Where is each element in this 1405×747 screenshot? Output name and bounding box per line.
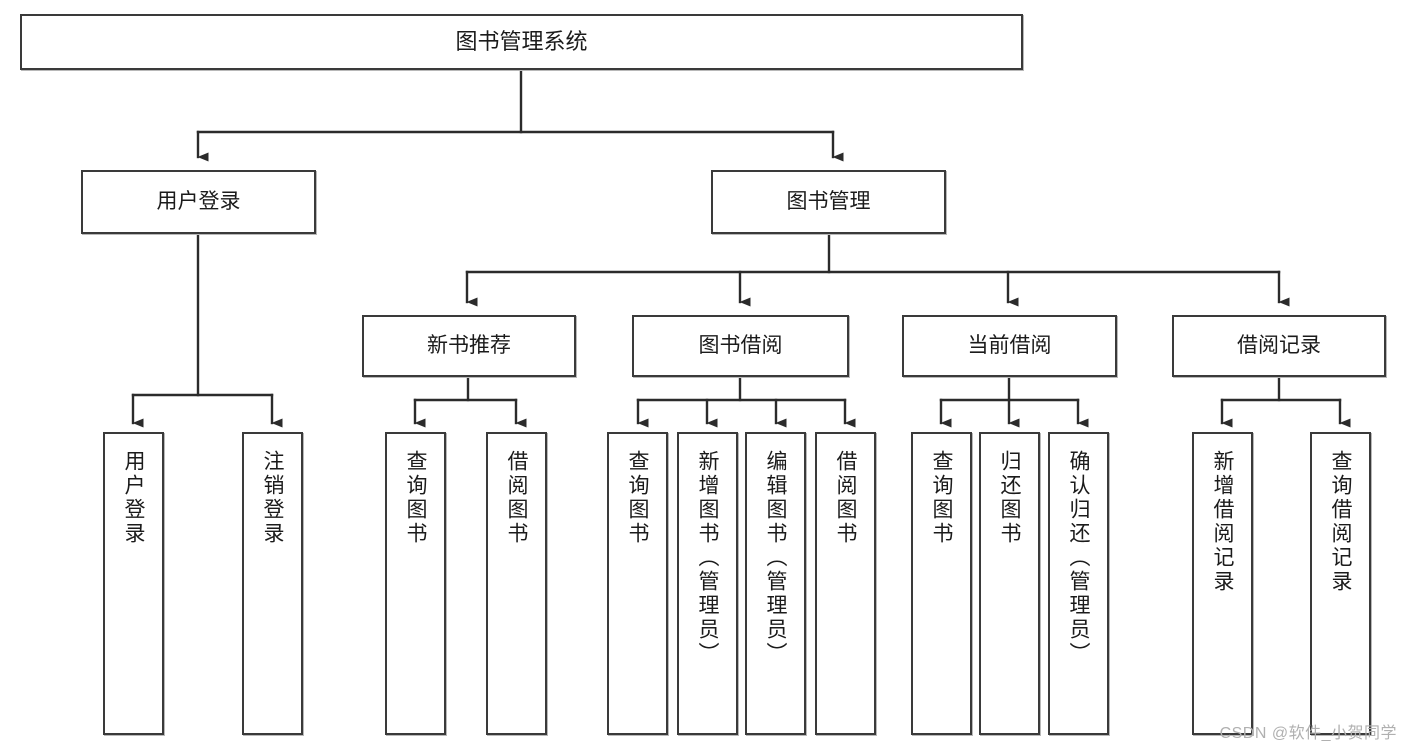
node-book-management-label: 图书管理 — [786, 189, 871, 213]
leaf-logout-login[interactable]: 注销登录 — [242, 432, 303, 735]
leaf-user-login[interactable]: 用户登录 — [103, 432, 164, 735]
leaf-add-book-label: 新增图书（管理员） — [696, 450, 719, 666]
node-borrow-record-label: 借阅记录 — [1237, 333, 1321, 357]
leaf-add-record-label: 新增借阅记录 — [1211, 450, 1234, 594]
node-user-login[interactable]: 用户登录 — [81, 170, 316, 234]
leaf-query-book-2-label: 查询图书 — [626, 450, 649, 546]
leaf-query-book-3[interactable]: 查询图书 — [911, 432, 972, 735]
leaf-confirm-return[interactable]: 确认归还（管理员） — [1048, 432, 1109, 735]
node-root-label: 图书管理系统 — [455, 29, 588, 55]
leaf-return-book[interactable]: 归还图书 — [979, 432, 1040, 735]
node-book-borrow-label: 图书借阅 — [698, 333, 783, 357]
leaf-query-record[interactable]: 查询借阅记录 — [1310, 432, 1371, 735]
leaf-user-login-label: 用户登录 — [122, 450, 145, 546]
leaf-query-record-label: 查询借阅记录 — [1329, 450, 1352, 594]
node-book-borrow[interactable]: 图书借阅 — [632, 315, 849, 377]
leaf-query-book-1-label: 查询图书 — [404, 450, 427, 546]
node-new-book-recommend[interactable]: 新书推荐 — [362, 315, 576, 377]
leaf-logout-login-label: 注销登录 — [261, 450, 284, 546]
leaf-query-book-2[interactable]: 查询图书 — [607, 432, 668, 735]
leaf-borrow-book-2[interactable]: 借阅图书 — [815, 432, 876, 735]
leaf-borrow-book-1-label: 借阅图书 — [505, 450, 528, 546]
node-current-borrow-label: 当前借阅 — [967, 333, 1052, 357]
leaf-borrow-book-1[interactable]: 借阅图书 — [486, 432, 547, 735]
leaf-return-book-label: 归还图书 — [998, 450, 1021, 546]
leaf-edit-book-label: 编辑图书（管理员） — [764, 450, 787, 666]
node-root[interactable]: 图书管理系统 — [20, 14, 1023, 70]
leaf-confirm-return-label: 确认归还（管理员） — [1067, 450, 1090, 666]
leaf-query-book-1[interactable]: 查询图书 — [385, 432, 446, 735]
leaf-query-book-3-label: 查询图书 — [930, 450, 953, 546]
watermark: CSDN @软件_小贺同学 — [1219, 725, 1397, 742]
node-current-borrow[interactable]: 当前借阅 — [902, 315, 1117, 377]
node-borrow-record[interactable]: 借阅记录 — [1172, 315, 1386, 377]
node-book-management[interactable]: 图书管理 — [711, 170, 946, 234]
leaf-edit-book[interactable]: 编辑图书（管理员） — [745, 432, 806, 735]
leaf-add-book[interactable]: 新增图书（管理员） — [677, 432, 738, 735]
node-new-book-recommend-label: 新书推荐 — [427, 333, 511, 357]
leaf-add-record[interactable]: 新增借阅记录 — [1192, 432, 1253, 735]
leaf-borrow-book-2-label: 借阅图书 — [834, 450, 857, 546]
node-user-login-label: 用户登录 — [156, 189, 241, 213]
